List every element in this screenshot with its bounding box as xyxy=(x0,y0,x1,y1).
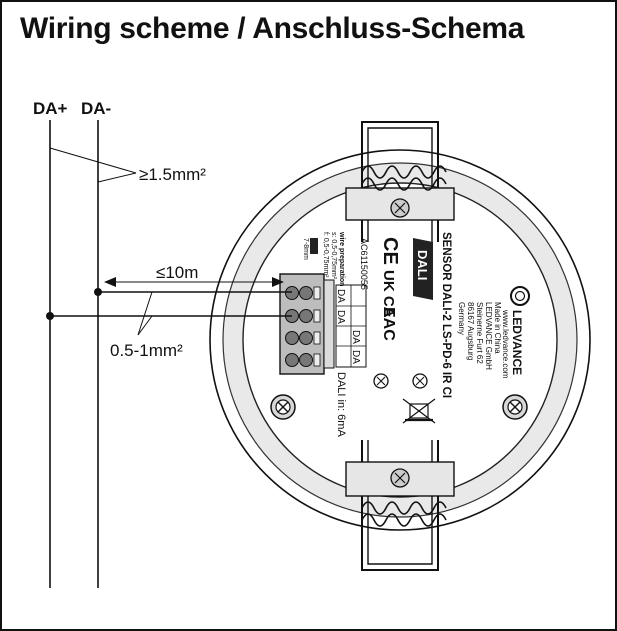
da-minus-junction-dot xyxy=(94,288,102,296)
strip-length-label: 7-8mm xyxy=(302,238,309,260)
small-screw-right xyxy=(412,373,428,389)
website-label: www.ledvance.com xyxy=(501,309,510,379)
bus-leader-line-minus xyxy=(97,172,137,183)
small-screw-left xyxy=(373,373,389,389)
bus-leader-line-plus xyxy=(49,147,137,174)
spring-clip-bottom xyxy=(345,440,455,571)
ce-mark: CE xyxy=(379,237,401,265)
da-minus-label: DA- xyxy=(81,99,111,118)
terminal-label-2: DA xyxy=(335,310,346,324)
ukca-mark: UK CA xyxy=(380,270,397,318)
weee-bin-icon xyxy=(402,398,436,424)
da-plus-junction-dot xyxy=(46,312,54,320)
wire-prep-solid: s: 0,5-0,75mm² xyxy=(330,232,337,280)
terminal-label-box: DA DA DA DA xyxy=(335,284,367,368)
wire-leader-line-lower xyxy=(137,315,153,336)
company-label: LEDVANCE GmbH xyxy=(484,302,493,370)
street-label: Steinerne Furt 62 xyxy=(475,302,484,364)
mounting-screw-right xyxy=(502,394,528,420)
product-name-label: SENSOR DALI-2 LS-PD-6 IR CI xyxy=(440,232,452,398)
dali-logo: DALI xyxy=(413,238,433,300)
brand-name-label: LEDVANCE xyxy=(510,310,524,375)
country-label: Germany xyxy=(457,302,466,335)
length-dimension-arrow xyxy=(104,277,284,287)
terminal-block xyxy=(279,273,335,375)
wire-prep-title: wire preparation xyxy=(338,231,345,286)
max-length-label: ≤10m xyxy=(156,263,198,282)
certification-marks: CE UK CA EAC xyxy=(379,237,401,341)
dali-logo-text: DALI xyxy=(415,250,430,280)
spring-clip-top xyxy=(345,121,455,242)
da-plus-label: DA+ xyxy=(33,99,68,118)
strip-length-icon xyxy=(310,238,318,254)
dali-rating-label: DALI in: 6mA xyxy=(335,372,347,437)
eac-mark: EAC xyxy=(380,307,397,341)
brand-logo: LEDVANCE www.ledvance.com xyxy=(501,286,530,379)
wire-preparation-info: wire preparation s: 0,5-0,75mm² f: 0,5-0… xyxy=(302,231,345,286)
device-body xyxy=(242,182,558,498)
bus-cross-section-label: ≥1.5mm² xyxy=(139,165,206,184)
page-title: Wiring scheme / Anschluss-Schema xyxy=(20,12,525,45)
terminal-slot-3 xyxy=(285,331,321,345)
made-in-label: Made in China xyxy=(493,302,502,354)
terminal-slot-4 xyxy=(285,353,321,367)
terminal-slot-1 xyxy=(285,286,321,300)
wire-leader-line-upper xyxy=(137,291,153,336)
wire-prep-flex: f: 0,5-0,75mm² xyxy=(322,232,329,278)
wire-cross-section-label: 0.5-1mm² xyxy=(110,341,183,360)
manufacturer-info: Made in China LEDVANCE GmbH Steinerne Fu… xyxy=(457,302,502,370)
city-label: 86167 Augsburg xyxy=(466,302,475,360)
terminal-label-3: DA xyxy=(350,330,361,344)
terminal-label-1: DA xyxy=(335,289,346,303)
article-code-label: AC61150055 xyxy=(359,238,369,290)
mounting-screw-left xyxy=(270,394,296,420)
terminal-label-4: DA xyxy=(350,350,361,364)
